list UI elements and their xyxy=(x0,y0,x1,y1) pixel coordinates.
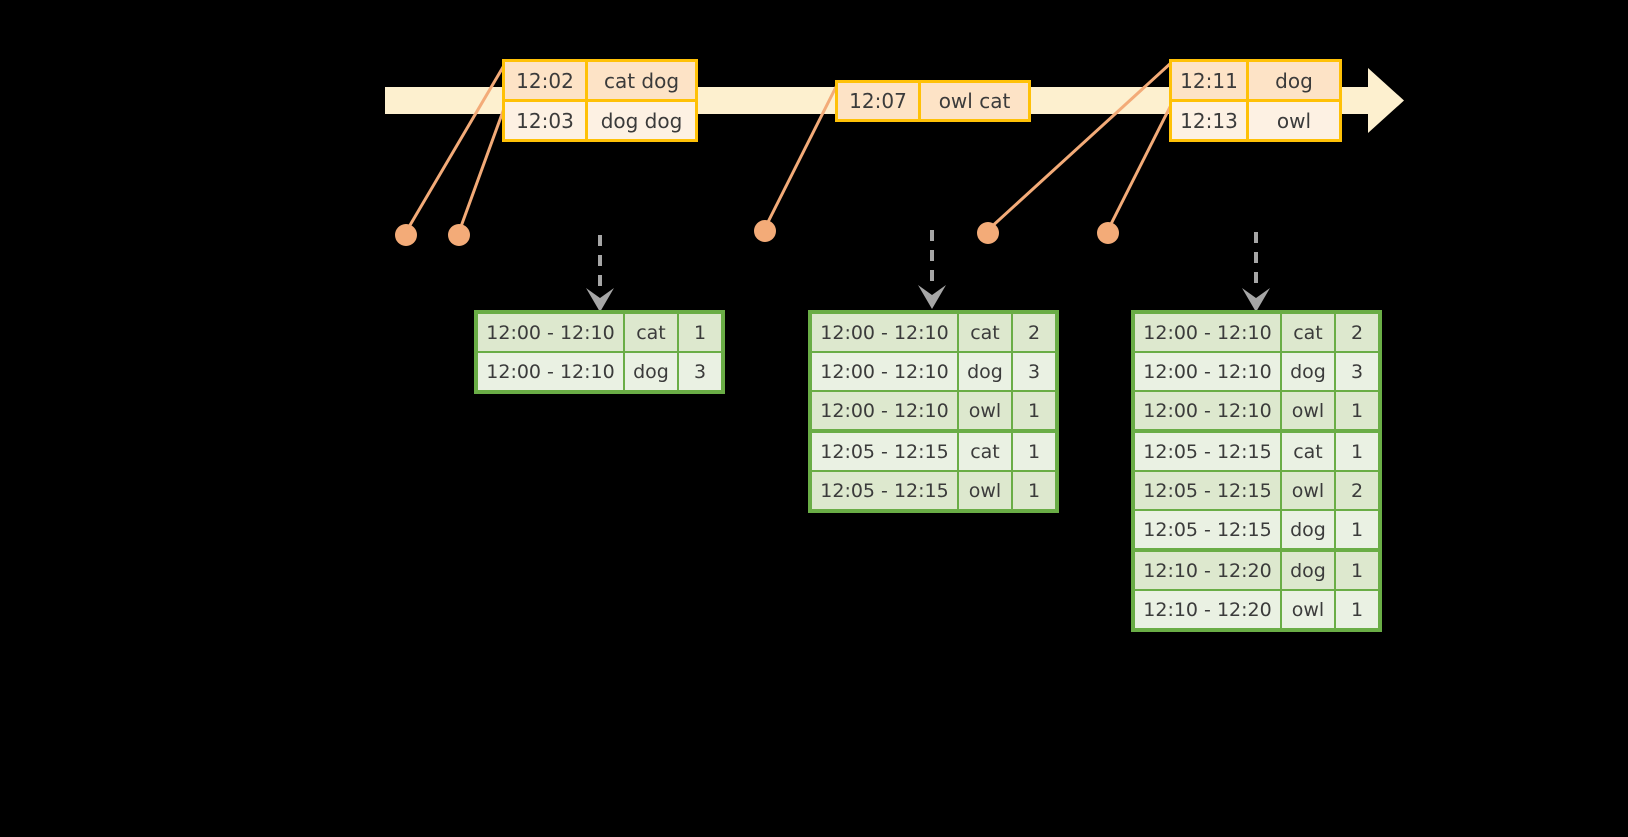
event-value: owl xyxy=(1276,108,1312,133)
table-row[interactable]: 12:00 - 12:10 cat 2 xyxy=(812,314,1055,351)
table-row[interactable]: 12:05 - 12:15 owl 2 xyxy=(1135,472,1378,509)
cell-window: 12:00 - 12:10 xyxy=(812,314,957,351)
cell-key: dog xyxy=(1282,511,1334,548)
cell-window: 12:10 - 12:20 xyxy=(1135,591,1280,628)
cell-key: owl xyxy=(1282,591,1334,628)
cell-count: 1 xyxy=(1336,511,1378,548)
result-table-1[interactable]: 12:00 - 12:10 cat 1 12:00 - 12:10 dog 3 xyxy=(474,310,725,394)
cell-count: 1 xyxy=(679,314,721,351)
cell-window: 12:05 - 12:15 xyxy=(812,433,957,470)
result-table-3[interactable]: 12:00 - 12:10 cat 2 12:00 - 12:10 dog 3 … xyxy=(1131,310,1382,632)
cell-count: 1 xyxy=(1336,392,1378,429)
cell-count: 2 xyxy=(1013,314,1055,351)
cell-window: 12:00 - 12:10 xyxy=(1135,314,1280,351)
cell-key: cat xyxy=(625,314,677,351)
cell-key: cat xyxy=(959,314,1011,351)
event-row: 12:13 owl xyxy=(1172,99,1339,139)
cell-window: 12:10 - 12:20 xyxy=(1135,552,1280,589)
marker-dot-5[interactable] xyxy=(1097,222,1119,244)
leader-line-3 xyxy=(763,82,840,229)
table-row[interactable]: 12:05 - 12:15 cat 1 xyxy=(1135,433,1378,470)
event-time: 12:13 xyxy=(1172,102,1249,139)
window-group: 12:10 - 12:20 dog 1 12:10 - 12:20 owl 1 xyxy=(1135,552,1378,628)
cell-window: 12:05 - 12:15 xyxy=(1135,511,1280,548)
window-group: 12:00 - 12:10 cat 1 12:00 - 12:10 dog 3 xyxy=(478,314,721,390)
table-row[interactable]: 12:00 - 12:10 dog 3 xyxy=(812,353,1055,390)
cell-key: owl xyxy=(959,392,1011,429)
cell-window: 12:05 - 12:15 xyxy=(812,472,957,509)
cell-window: 12:00 - 12:10 xyxy=(478,353,623,390)
dashed-arrow-head-1 xyxy=(586,288,614,312)
cell-count: 2 xyxy=(1336,472,1378,509)
cell-count: 3 xyxy=(679,353,721,390)
table-row[interactable]: 12:10 - 12:20 owl 1 xyxy=(1135,591,1378,628)
table-row[interactable]: 12:05 - 12:15 cat 1 xyxy=(812,433,1055,470)
cell-count: 2 xyxy=(1336,314,1378,351)
cell-key: cat xyxy=(1282,314,1334,351)
cell-count: 3 xyxy=(1336,353,1378,390)
event-row: 12:03 dog dog xyxy=(505,99,695,139)
window-group: 12:00 - 12:10 cat 2 12:00 - 12:10 dog 3 … xyxy=(1135,314,1378,429)
dashed-arrow-head-3 xyxy=(1242,288,1270,312)
cell-key: dog xyxy=(625,353,677,390)
event-box-3[interactable]: 12:11 dog 12:13 owl xyxy=(1169,59,1342,142)
table-row[interactable]: 12:10 - 12:20 dog 1 xyxy=(1135,552,1378,589)
table-row[interactable]: 12:05 - 12:15 dog 1 xyxy=(1135,511,1378,548)
result-table-2[interactable]: 12:00 - 12:10 cat 2 12:00 - 12:10 dog 3 … xyxy=(808,310,1059,513)
cell-key: cat xyxy=(1282,433,1334,470)
marker-dot-2[interactable] xyxy=(448,224,470,246)
cell-window: 12:00 - 12:10 xyxy=(478,314,623,351)
cell-window: 12:05 - 12:15 xyxy=(1135,433,1280,470)
marker-dot-3[interactable] xyxy=(754,220,776,242)
cell-count: 1 xyxy=(1013,433,1055,470)
cell-key: dog xyxy=(959,353,1011,390)
cell-window: 12:05 - 12:15 xyxy=(1135,472,1280,509)
cell-key: dog xyxy=(1282,353,1334,390)
event-row: 12:02 cat dog xyxy=(505,62,695,99)
event-value: dog dog xyxy=(600,108,683,133)
cell-count: 1 xyxy=(1336,591,1378,628)
event-row: 12:07 owl cat xyxy=(838,83,1028,119)
event-value: owl cat xyxy=(938,89,1011,113)
table-row[interactable]: 12:00 - 12:10 owl 1 xyxy=(812,392,1055,429)
cell-window: 12:00 - 12:10 xyxy=(812,353,957,390)
table-row[interactable]: 12:05 - 12:15 owl 1 xyxy=(812,472,1055,509)
cell-window: 12:00 - 12:10 xyxy=(1135,392,1280,429)
cell-count: 1 xyxy=(1013,392,1055,429)
table-row[interactable]: 12:00 - 12:10 cat 1 xyxy=(478,314,721,351)
window-group: 12:05 - 12:15 cat 1 12:05 - 12:15 owl 1 xyxy=(812,433,1055,509)
event-time: 12:11 xyxy=(1172,62,1249,99)
window-group: 12:00 - 12:10 cat 2 12:00 - 12:10 dog 3 … xyxy=(812,314,1055,429)
leader-line-2 xyxy=(457,102,508,233)
marker-dot-4[interactable] xyxy=(977,222,999,244)
cell-count: 3 xyxy=(1013,353,1055,390)
cell-count: 1 xyxy=(1013,472,1055,509)
window-group: 12:05 - 12:15 cat 1 12:05 - 12:15 owl 2 … xyxy=(1135,433,1378,548)
event-value: dog xyxy=(1275,68,1313,93)
cell-key: owl xyxy=(1282,472,1334,509)
cell-key: owl xyxy=(1282,392,1334,429)
event-box-2[interactable]: 12:07 owl cat xyxy=(835,80,1031,122)
event-row: 12:11 dog xyxy=(1172,62,1339,99)
event-time: 12:03 xyxy=(505,102,588,139)
cell-window: 12:00 - 12:10 xyxy=(1135,353,1280,390)
table-row[interactable]: 12:00 - 12:10 dog 3 xyxy=(1135,353,1378,390)
cell-key: dog xyxy=(1282,552,1334,589)
cell-key: owl xyxy=(959,472,1011,509)
event-value: cat dog xyxy=(603,68,680,93)
event-box-1[interactable]: 12:02 cat dog 12:03 dog dog xyxy=(502,59,698,142)
cell-count: 1 xyxy=(1336,552,1378,589)
table-row[interactable]: 12:00 - 12:10 owl 1 xyxy=(1135,392,1378,429)
table-row[interactable]: 12:00 - 12:10 dog 3 xyxy=(478,353,721,390)
cell-key: cat xyxy=(959,433,1011,470)
event-time: 12:02 xyxy=(505,62,588,99)
event-time: 12:07 xyxy=(838,83,921,119)
dashed-arrow-head-2 xyxy=(918,285,946,309)
marker-dot-1[interactable] xyxy=(395,224,417,246)
cell-window: 12:00 - 12:10 xyxy=(812,392,957,429)
cell-count: 1 xyxy=(1336,433,1378,470)
table-row[interactable]: 12:00 - 12:10 cat 2 xyxy=(1135,314,1378,351)
leader-line-1 xyxy=(404,61,508,233)
leader-line-5 xyxy=(1106,102,1174,231)
